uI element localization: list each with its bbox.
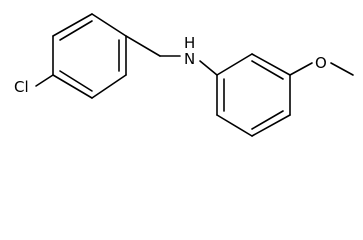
bond bbox=[91, 74, 127, 99]
bond bbox=[251, 114, 291, 137]
bond-ring-ch2 bbox=[125, 35, 161, 57]
oxygen-atom-label: O bbox=[315, 54, 327, 72]
chlorine-atom-label: Cl bbox=[14, 78, 29, 96]
bond bbox=[216, 114, 253, 137]
bond bbox=[52, 74, 93, 99]
double-bond-inner bbox=[251, 110, 284, 130]
chlorophenyl-ring bbox=[52, 13, 127, 99]
bond bbox=[216, 53, 253, 76]
methoxyphenyl-ring bbox=[216, 53, 291, 137]
double-bond-inner bbox=[59, 20, 93, 41]
bond bbox=[52, 13, 93, 37]
double-bond-inner bbox=[59, 70, 93, 92]
nitrogen-atom-label: N bbox=[184, 50, 195, 68]
structure-diagram: Cl H N O bbox=[14, 13, 354, 137]
double-bond-inner bbox=[251, 60, 284, 80]
bond bbox=[91, 13, 127, 37]
bond-o-ch3 bbox=[330, 62, 354, 76]
bond-ring-o bbox=[289, 62, 313, 76]
amine-hydrogen-label: H bbox=[184, 34, 195, 52]
molecule-structure: Cl H N O bbox=[14, 13, 354, 137]
bond-c-cl bbox=[35, 74, 54, 87]
bond-n-ring bbox=[199, 60, 218, 76]
bond bbox=[251, 53, 291, 76]
